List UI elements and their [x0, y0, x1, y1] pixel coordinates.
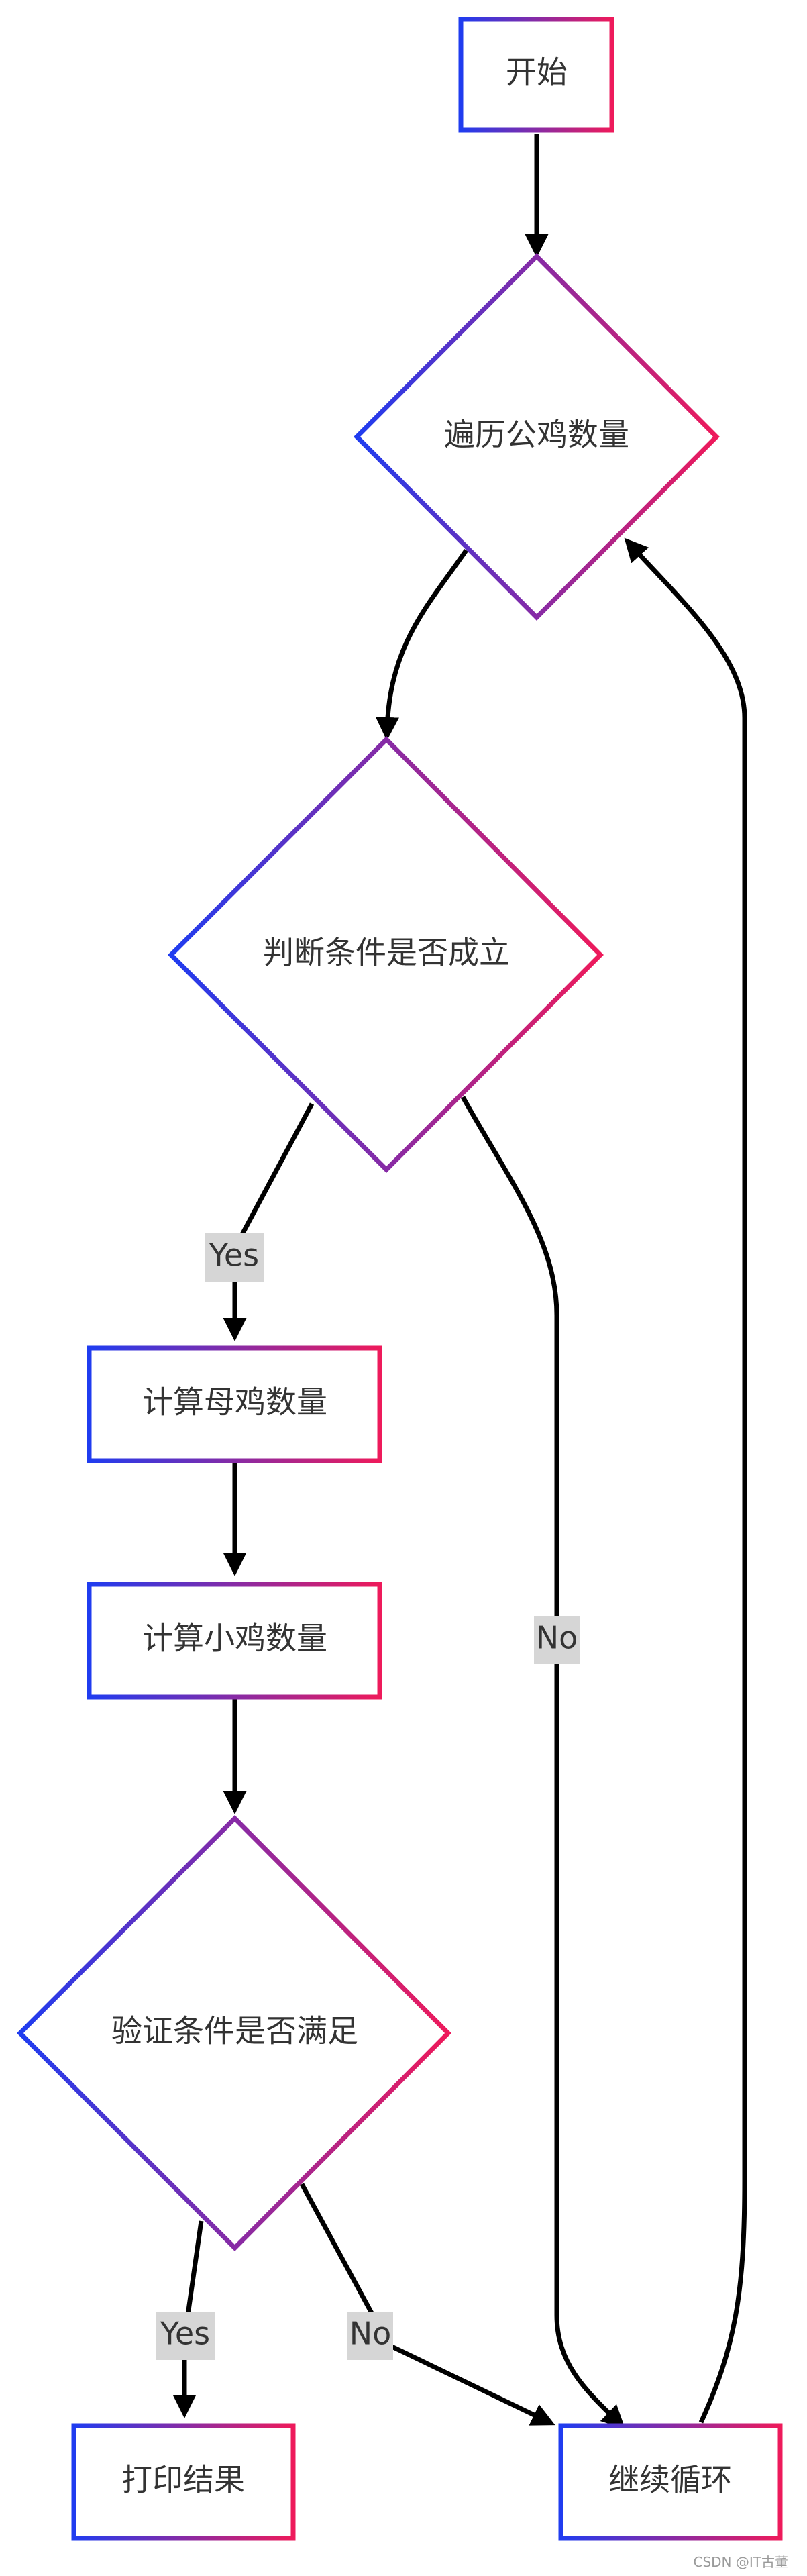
edge-verify-no-to-continue: [299, 2183, 555, 2426]
edge-check-no-to-continue: [460, 1096, 626, 2429]
node-start-label: 开始: [506, 54, 568, 91]
node-check-condition[interactable]: 判断条件是否成立: [168, 736, 604, 1173]
edge-label-condition-yes: Yes: [209, 1237, 259, 1274]
node-continue-loop[interactable]: 继续循环: [558, 2423, 783, 2541]
node-calc-chick-label: 计算小鸡数量: [142, 1620, 327, 1657]
node-print-result-box: [71, 2423, 296, 2541]
node-verify-condition[interactable]: 验证条件是否满足: [17, 1815, 451, 2251]
node-calc-hen-label: 计算母鸡数量: [142, 1384, 327, 1421]
node-calc-chick-box: [87, 1582, 382, 1700]
edges: [172, 134, 747, 2429]
edge-label-verify-no: No: [349, 2316, 392, 2352]
node-loop-rooster-diamond: [354, 253, 720, 621]
edge-check-yes-to-calc-hen: [223, 1102, 315, 1341]
node-verify-condition-diamond: [17, 1815, 451, 2251]
edge-label-verify-yes: Yes: [160, 2316, 210, 2352]
node-calc-hen-box: [87, 1345, 382, 1463]
node-loop-rooster[interactable]: 遍历公鸡数量: [354, 253, 720, 621]
node-verify-condition-label: 验证条件是否满足: [111, 2013, 358, 2049]
label-bg-verify-no: [347, 2312, 393, 2360]
node-loop-rooster-label: 遍历公鸡数量: [444, 417, 629, 453]
label-bg-condition-yes: [205, 1233, 264, 1282]
node-print-result-label: 打印结果: [121, 2462, 245, 2498]
label-bg-verify-yes: [156, 2312, 215, 2360]
edge-continue-to-loop: [624, 537, 747, 2424]
edge-label-condition-no: No: [536, 1620, 578, 1656]
node-check-condition-label: 判断条件是否成立: [263, 935, 510, 971]
node-calc-chick[interactable]: 计算小鸡数量: [87, 1582, 382, 1700]
label-bg-condition-no: [534, 1616, 580, 1664]
node-continue-loop-box: [558, 2423, 783, 2541]
node-continue-loop-label: 继续循环: [608, 2462, 732, 2498]
edge-loop-to-check: [375, 549, 468, 741]
watermark: CSDN @IT古董: [693, 2554, 789, 2570]
nodes: 开始 遍历公鸡数量 判断条件是否成立 计算母鸡数量 计算小鸡数量 验证条件是否满…: [17, 17, 783, 2541]
node-check-condition-diamond: [168, 736, 604, 1173]
node-calc-hen[interactable]: 计算母鸡数量: [87, 1345, 382, 1463]
node-print-result[interactable]: 打印结果: [71, 2423, 296, 2541]
node-start[interactable]: 开始: [458, 17, 614, 133]
edge-labels: Yes No Yes No: [156, 1233, 580, 2360]
node-start-box: [458, 17, 614, 133]
